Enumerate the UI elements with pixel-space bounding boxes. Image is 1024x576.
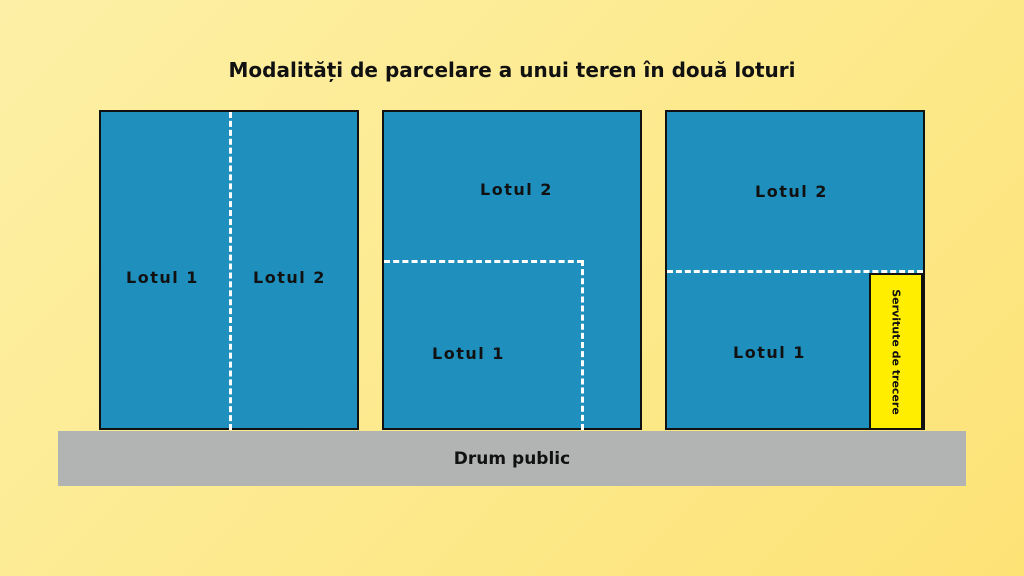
public-road: Drum public [58, 431, 966, 486]
road-label: Drum public [453, 449, 571, 469]
easement-label: Servitute de trecere [889, 288, 903, 415]
diagram-title: Modalități de parcelare a unui teren în … [228, 58, 796, 82]
parcel-vertical-split: Lotul 1 Lotul 2 [99, 110, 359, 430]
lot-2-label: Lotul 2 [480, 180, 553, 199]
lot-1-label: Lotul 1 [432, 344, 505, 363]
easement-strip: Servitute de trecere [869, 273, 923, 430]
lot-1-label: Lotul 1 [126, 268, 199, 287]
lot-2-label: Lotul 2 [755, 182, 828, 201]
divider-vertical [229, 112, 232, 430]
parcel-l-split: Lotul 2 Lotul 1 [382, 110, 642, 430]
divider-horizontal [667, 270, 923, 273]
divider-vertical [581, 260, 584, 430]
parcel-easement-split: Lotul 2 Lotul 1 Servitute de trecere [665, 110, 925, 430]
divider-horizontal [384, 260, 583, 263]
lot-1-label: Lotul 1 [733, 343, 806, 362]
lot-2-label: Lotul 2 [253, 268, 326, 287]
